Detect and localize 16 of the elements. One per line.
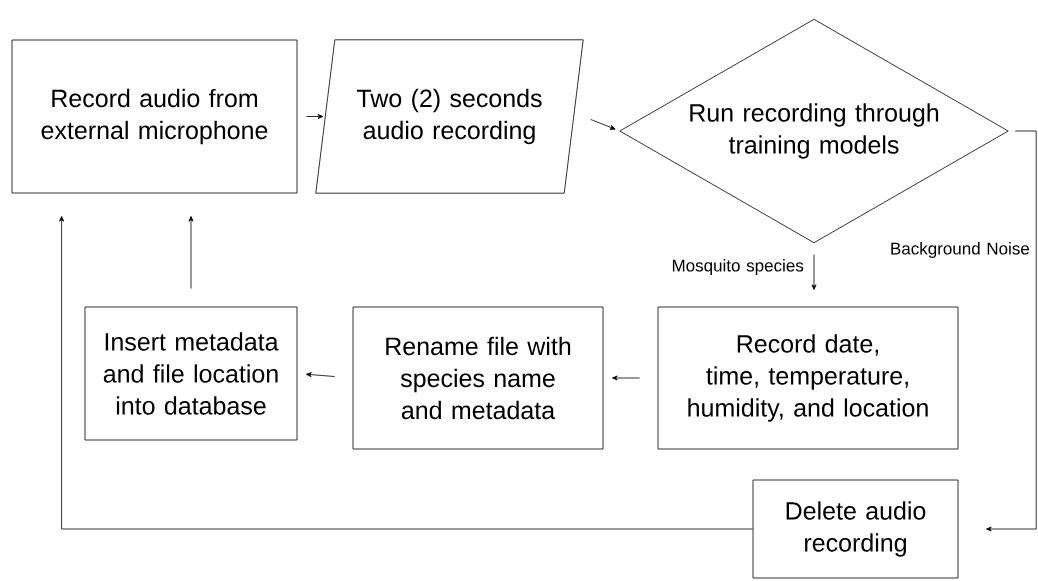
edge-label: Mosquito species (672, 259, 804, 275)
arrow (306, 114, 324, 119)
process-box: Delete audio recording (752, 479, 959, 579)
arrow (986, 130, 1037, 532)
arrow (811, 254, 817, 290)
process-box: Record date, time, temperature, humidity, and location (657, 306, 959, 450)
process-box: Record audio from external microphone (11, 39, 298, 194)
process-box: Rename file with species name and metadata (352, 306, 604, 450)
data-parallelogram: Two (2) seconds audio recording (315, 39, 584, 194)
process-box: Insert metadata and file location into database (84, 306, 298, 441)
arrow (306, 372, 336, 378)
arrow (59, 216, 753, 530)
arrow (590, 119, 616, 130)
arrow (612, 375, 640, 381)
edge-label: Background Noise (891, 242, 1030, 258)
arrow (188, 216, 194, 289)
